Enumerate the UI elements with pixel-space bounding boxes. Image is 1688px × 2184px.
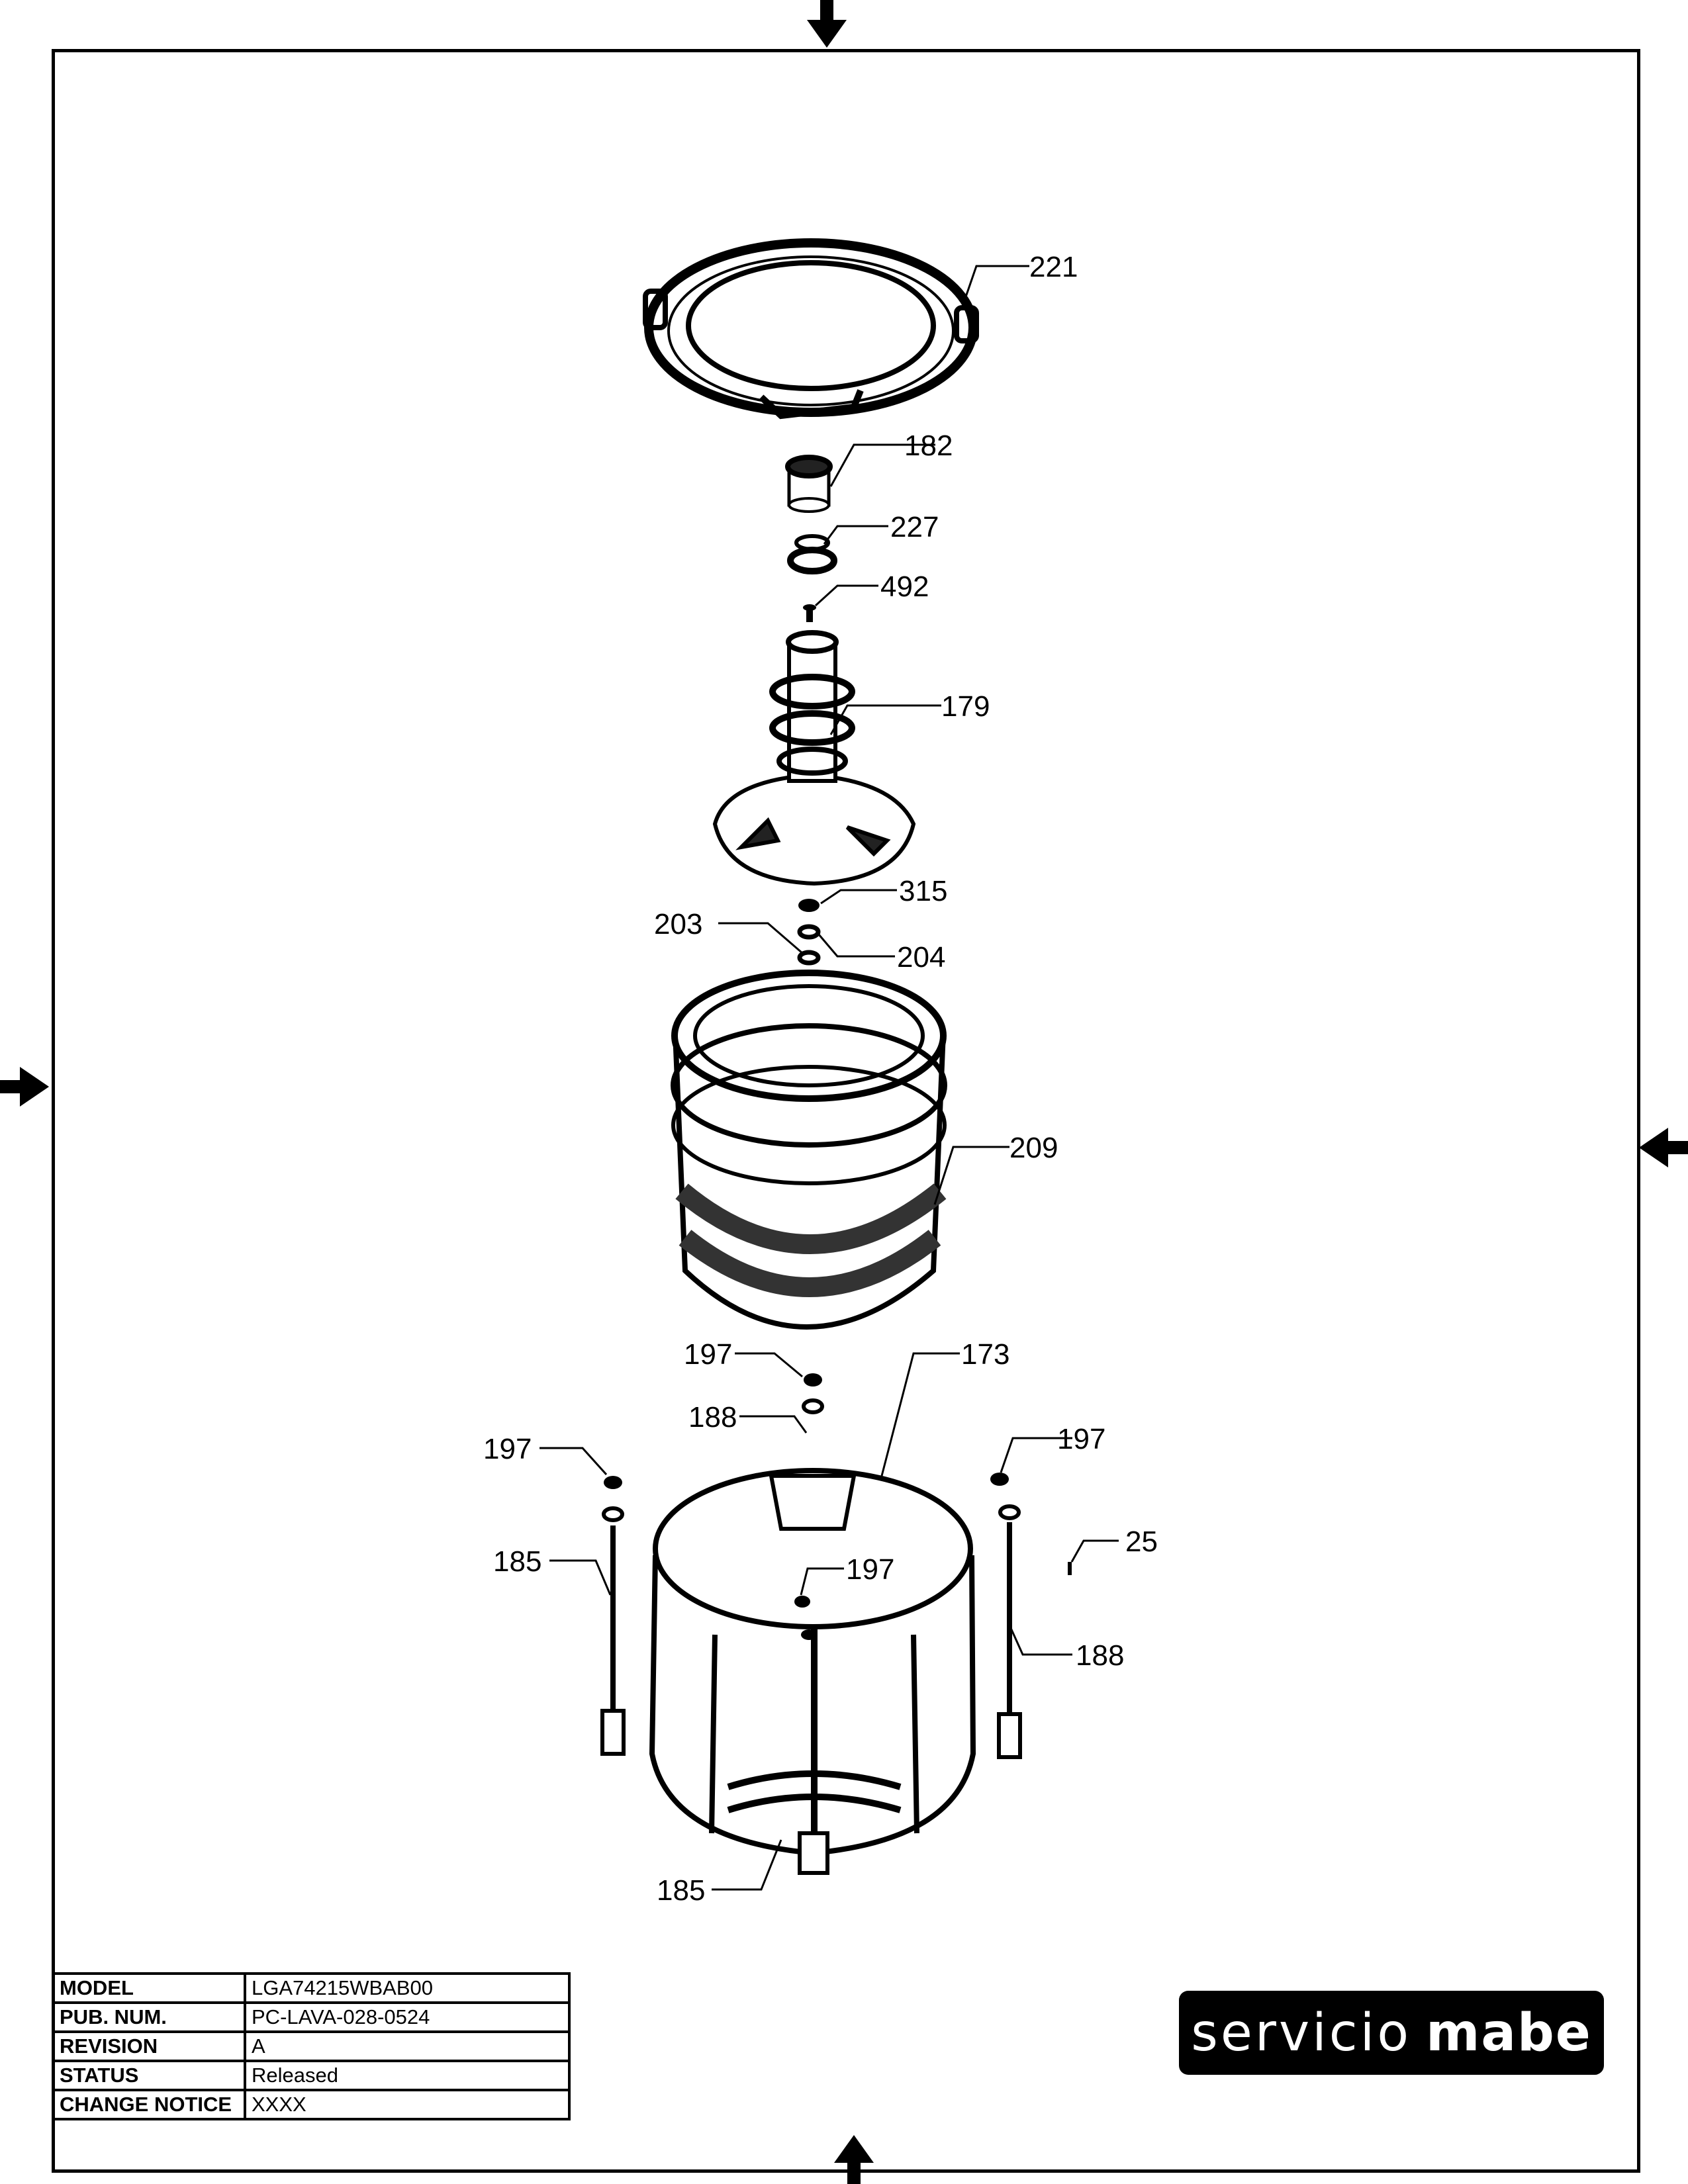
part-185-rod-left [600, 1525, 626, 1756]
callout-25: 25 [1125, 1525, 1158, 1558]
drawing-frame [52, 49, 1640, 2173]
callout-197-center: 197 [846, 1553, 894, 1586]
callout-188-right: 188 [1076, 1639, 1124, 1672]
part-203-washer [797, 950, 821, 966]
title-block-row-revision: REVISION A [52, 2030, 571, 2062]
part-182-cap [785, 455, 833, 513]
callout-197-top: 197 [684, 1338, 732, 1371]
callout-185-bottom: 185 [657, 1874, 705, 1907]
callout-197-left: 197 [483, 1433, 532, 1465]
title-block: MODEL LGA74215WBAB00 PUB. NUM. PC-LAVA-0… [52, 1972, 571, 2120]
logo-word-servicio: servicio [1191, 2003, 1412, 2063]
part-188-rod-right [997, 1522, 1022, 1759]
callout-179: 179 [941, 690, 990, 723]
part-173-tub [649, 1468, 976, 1875]
revision-value: A [244, 2030, 571, 2062]
callout-209: 209 [1009, 1132, 1058, 1164]
title-block-row-status: STATUS Released [52, 2060, 571, 2091]
callout-204: 204 [897, 941, 945, 974]
logo-word-mabe: mabe [1426, 2003, 1592, 2063]
callout-197-right: 197 [1057, 1423, 1105, 1455]
callout-227: 227 [890, 511, 939, 543]
callout-315: 315 [899, 875, 947, 907]
callout-221: 221 [1029, 251, 1078, 283]
part-197-nut-right [990, 1473, 1021, 1520]
revision-key: REVISION [52, 2030, 246, 2062]
callout-492: 492 [880, 570, 929, 603]
part-179-agitator [712, 630, 916, 886]
part-221-ring [643, 238, 979, 420]
servicio-mabe-logo: servicio mabe [1179, 1991, 1604, 2075]
change-notice-value: XXXX [244, 2089, 571, 2120]
part-197-nut-top [802, 1373, 824, 1414]
model-key: MODEL [52, 1972, 246, 2004]
registration-arrow-left [0, 1067, 49, 1107]
pubnum-value: PC-LAVA-028-0524 [244, 2001, 571, 2033]
part-227-seal [787, 534, 837, 574]
status-value: Released [244, 2060, 571, 2091]
pubnum-key: PUB. NUM. [52, 2001, 246, 2033]
registration-arrow-bottom [834, 2135, 874, 2184]
leader-lines [539, 265, 1119, 1891]
part-209-basket [671, 970, 947, 1330]
part-315-nut [798, 899, 820, 912]
change-notice-key: CHANGE NOTICE [52, 2089, 246, 2120]
status-key: STATUS [52, 2060, 246, 2091]
registration-arrow-top [807, 0, 847, 48]
part-25-screw [1068, 1562, 1072, 1575]
callout-188-top: 188 [688, 1401, 737, 1433]
registration-arrow-right [1639, 1128, 1688, 1167]
callout-185-left: 185 [493, 1545, 541, 1578]
title-block-row-pubnum: PUB. NUM. PC-LAVA-028-0524 [52, 2001, 571, 2033]
model-value: LGA74215WBAB00 [244, 1972, 571, 2004]
part-197-nut-center [794, 1596, 817, 1640]
part-197-nut-left [602, 1476, 624, 1522]
callout-labels: 221 182 227 492 179 315 203 204 209 197 … [483, 251, 1158, 1907]
part-492-screw [803, 604, 816, 622]
callout-203: 203 [654, 908, 702, 940]
part-204-washer [797, 924, 821, 940]
title-block-row-change-notice: CHANGE NOTICE XXXX [52, 2089, 571, 2120]
callout-173: 173 [961, 1338, 1009, 1371]
callout-182: 182 [904, 430, 953, 462]
title-block-row-model: MODEL LGA74215WBAB00 [52, 1972, 571, 2004]
